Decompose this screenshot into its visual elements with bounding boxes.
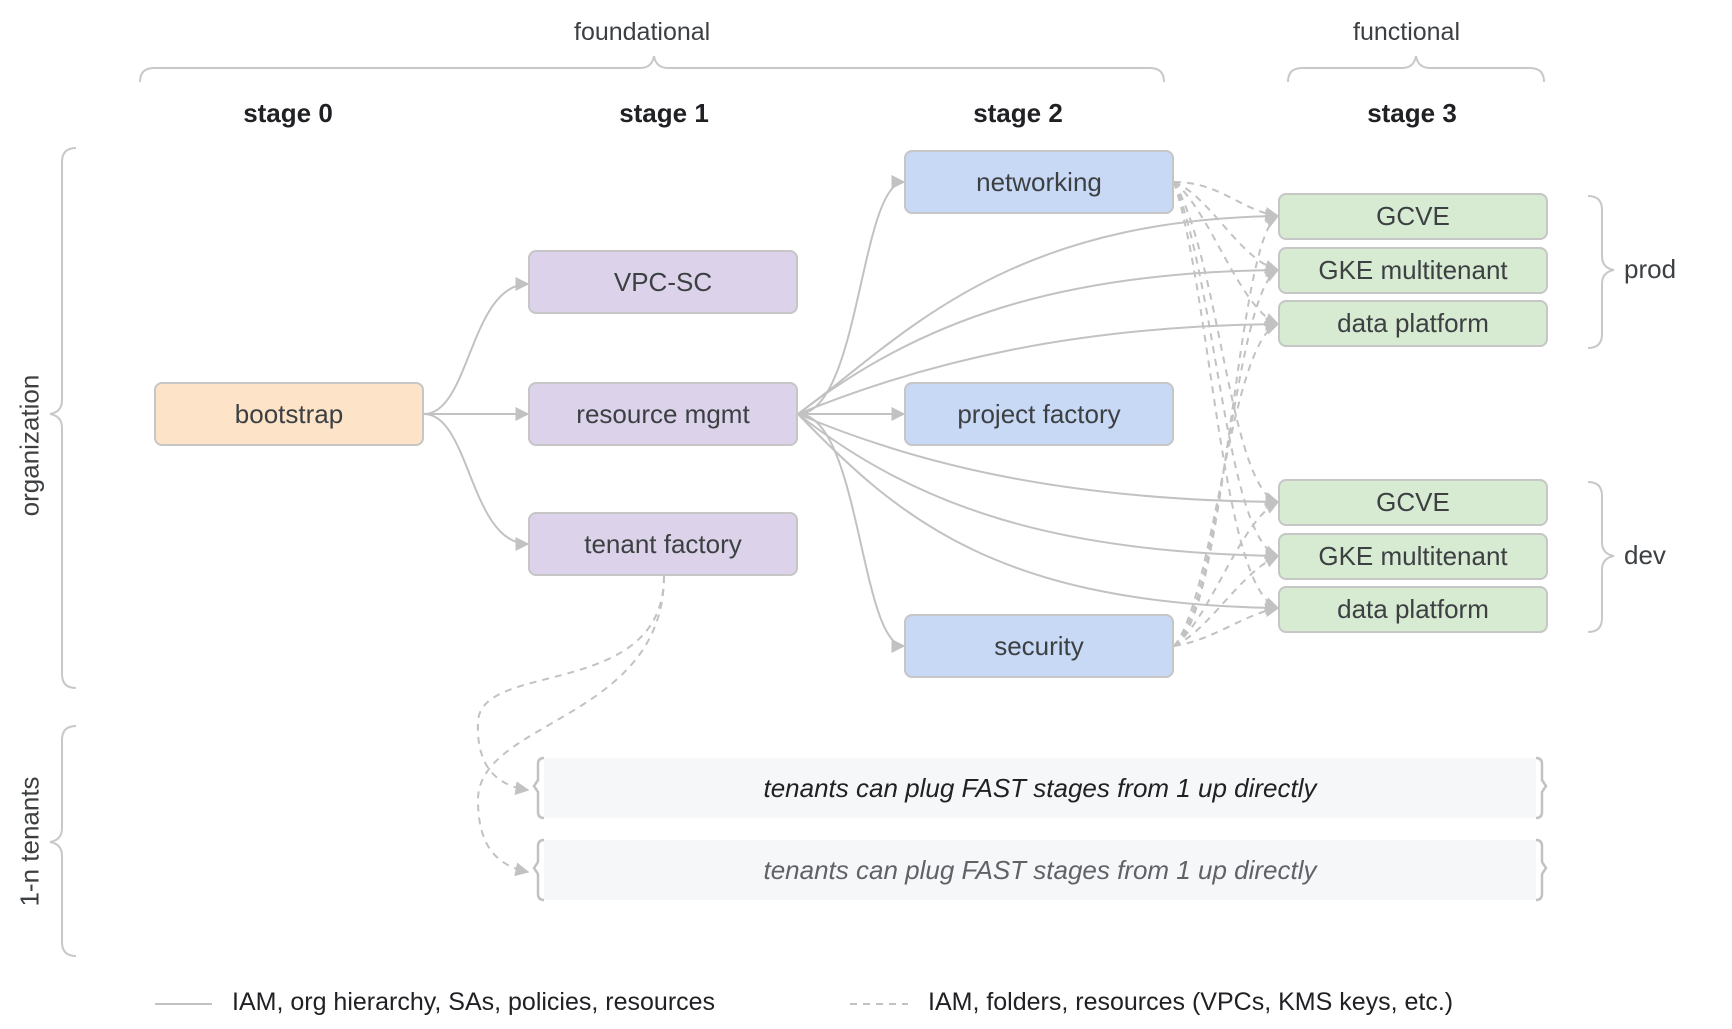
stage-2-header: stage 2	[973, 98, 1063, 128]
organization-brace	[49, 147, 77, 689]
dev-gcve-node: GCVE	[1278, 479, 1548, 526]
edge-resource-prod-data	[797, 317, 1280, 415]
stage-1-header: stage 1	[619, 98, 709, 128]
legend-solid-text: IAM, org hierarchy, SAs, policies, resou…	[232, 988, 716, 1016]
tenants-label: 1-n tenants	[14, 776, 45, 907]
vpc-sc-node: VPC-SC	[528, 250, 798, 314]
dev-gke-node: GKE multitenant	[1278, 533, 1548, 580]
prod-gcve-node: GCVE	[1278, 193, 1548, 240]
dev-label: dev	[1624, 540, 1666, 570]
edge-resource-networking	[797, 175, 906, 415]
foundational-brace	[139, 55, 1165, 83]
tenant-row: tenants can plug FAST stages from 1 up d…	[544, 840, 1536, 900]
prod-label: prod	[1624, 254, 1677, 284]
prod-brace	[1587, 195, 1615, 349]
edge-bootstrap-tenant	[423, 413, 530, 551]
dashed-connections	[476, 181, 1280, 877]
edge-bootstrap-vpcsc	[423, 277, 530, 415]
stage-0-header: stage 0	[243, 98, 333, 128]
tenant-row: tenants can plug FAST stages from 1 up d…	[544, 758, 1536, 818]
foundational-label: foundational	[574, 18, 711, 46]
edge-tenant-row2	[476, 575, 665, 877]
bootstrap-node: bootstrap	[154, 382, 424, 446]
legend-dashed-text: IAM, folders, resources (VPCs, KMS keys,…	[928, 988, 1454, 1016]
edge-resource-prod-gke	[797, 263, 1280, 415]
organization-label: organization	[14, 374, 45, 517]
project-factory-node: project factory	[904, 382, 1174, 446]
tenant-row-brackets	[532, 756, 1548, 902]
edge-tenant-row1	[476, 575, 665, 796]
resource-mgmt-node: resource mgmt	[528, 382, 798, 446]
edge-resource-dev-gke	[797, 413, 1280, 563]
edge-resource-dev-gcve	[797, 413, 1280, 509]
networking-node: networking	[904, 150, 1174, 214]
dev-data-platform-node: data platform	[1278, 586, 1548, 633]
tenants-brace	[49, 725, 77, 957]
stage-3-header: stage 3	[1367, 98, 1457, 128]
dev-brace	[1587, 481, 1615, 633]
tenant-factory-node: tenant factory	[528, 512, 798, 576]
edge-resource-prod-gcve	[797, 209, 1280, 415]
security-node: security	[904, 614, 1174, 678]
functional-brace	[1287, 55, 1545, 83]
functional-label: functional	[1353, 18, 1461, 46]
edge-resource-security	[797, 413, 906, 653]
solid-connections	[423, 175, 1280, 653]
prod-gke-node: GKE multitenant	[1278, 247, 1548, 294]
edge-resource-dev-data	[797, 413, 1280, 615]
prod-data-platform-node: data platform	[1278, 300, 1548, 347]
